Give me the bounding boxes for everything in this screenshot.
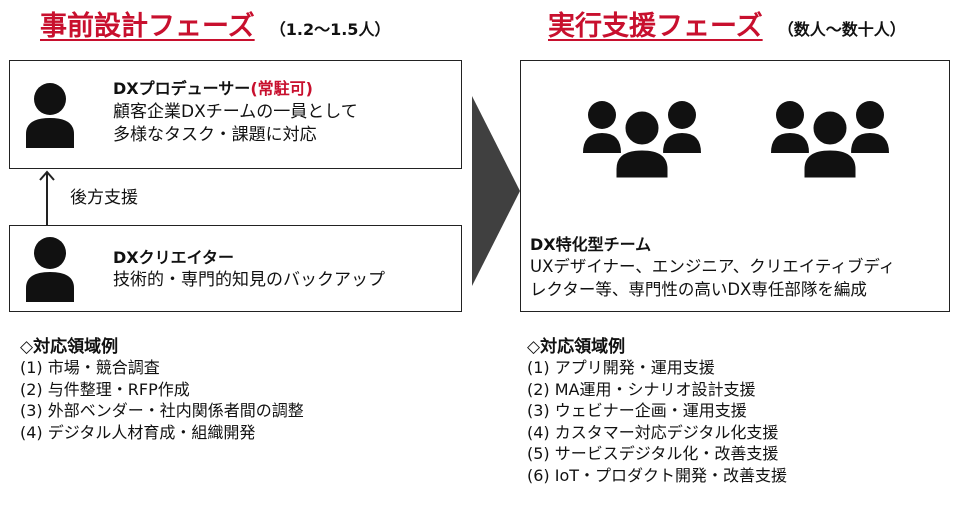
team-name: DX特化型チーム <box>530 235 652 254</box>
left-phase-header: 事前設計フェーズ （1.2〜1.5人） <box>40 4 390 43</box>
team-desc-line: レクター等、専門性の高いDX専任部隊を編成 <box>530 280 867 299</box>
creator-name: DXクリエイター <box>113 248 234 267</box>
creator-description: 技術的・専門的知見のバックアップ <box>113 270 385 290</box>
group-icon <box>583 101 701 179</box>
right-phase-header: 実行支援フェーズ （数人〜数十人） <box>548 4 906 43</box>
team-desc-line: UXデザイナー、エンジニア、クリエイティブディ <box>530 257 896 276</box>
up-arrow-icon <box>39 170 55 227</box>
right-phase-headcount: （数人〜数十人） <box>777 20 906 39</box>
chevron-right-icon <box>472 96 520 286</box>
list-item: (6) IoT・プロダクト開発・改善支援 <box>527 465 788 485</box>
list-item: (1) アプリ開発・運用支援 <box>527 358 715 377</box>
list-item: (1) 市場・競合調査 <box>20 358 160 377</box>
list-item: (2) 与件整理・RFP作成 <box>20 379 190 399</box>
producer-name: DXプロデューサー <box>113 79 251 98</box>
right-phase-title: 実行支援フェーズ <box>548 11 763 42</box>
creator-card: DXクリエイター 技術的・専門的知見のバックアップ <box>9 225 462 312</box>
list-item: (3) ウェビナー企画・運用支援 <box>527 401 747 420</box>
list-item: (3) 外部ベンダー・社内関係者間の調整 <box>20 401 304 420</box>
right-scope-list: (1) アプリ開発・運用支援 (2) MA運用・シナリオ設計支援 (3) ウェビ… <box>527 357 787 486</box>
list-item: (5) サービスデジタル化・改善支援 <box>527 444 779 463</box>
person-icon <box>26 83 74 148</box>
backup-support-label: 後方支援 <box>70 188 138 208</box>
producer-desc-line: 多様なタスク・課題に対応 <box>113 125 317 145</box>
left-phase-headcount: （1.2〜1.5人） <box>269 20 391 39</box>
list-item: (2) MA運用・シナリオ設計支援 <box>527 379 756 399</box>
producer-description: 顧客企業DXチームの一員として 多様なタスク・課題に対応 <box>113 101 358 147</box>
team-description: UXデザイナー、エンジニア、クリエイティブディ レクター等、専門性の高いDX専任… <box>530 255 895 301</box>
left-phase-title: 事前設計フェーズ <box>40 11 255 42</box>
left-scope-section: ◇対応領域例 (1) 市場・競合調査 (2) 与件整理・RFP作成 (3) 外部… <box>20 332 304 443</box>
right-scope-heading: ◇対応領域例 <box>527 337 626 357</box>
right-scope-section: ◇対応領域例 (1) アプリ開発・運用支援 (2) MA運用・シナリオ設計支援 … <box>527 332 787 486</box>
producer-desc-line: 顧客企業DXチームの一員として <box>113 102 358 122</box>
list-item: (4) カスタマー対応デジタル化支援 <box>527 422 779 442</box>
group-icon <box>771 101 889 179</box>
person-icon <box>26 237 74 302</box>
producer-card: DXプロデューサー(常駐可) 顧客企業DXチームの一員として 多様なタスク・課題… <box>9 60 462 169</box>
list-item: (4) デジタル人材育成・組織開発 <box>20 422 256 442</box>
producer-title: DXプロデューサー(常駐可) <box>113 75 313 99</box>
producer-onsite-note: (常駐可) <box>250 79 313 98</box>
left-scope-list: (1) 市場・競合調査 (2) 与件整理・RFP作成 (3) 外部ベンダー・社内… <box>20 357 304 443</box>
team-card: DX特化型チーム UXデザイナー、エンジニア、クリエイティブディ レクター等、専… <box>520 60 950 312</box>
left-scope-heading: ◇対応領域例 <box>20 337 119 357</box>
